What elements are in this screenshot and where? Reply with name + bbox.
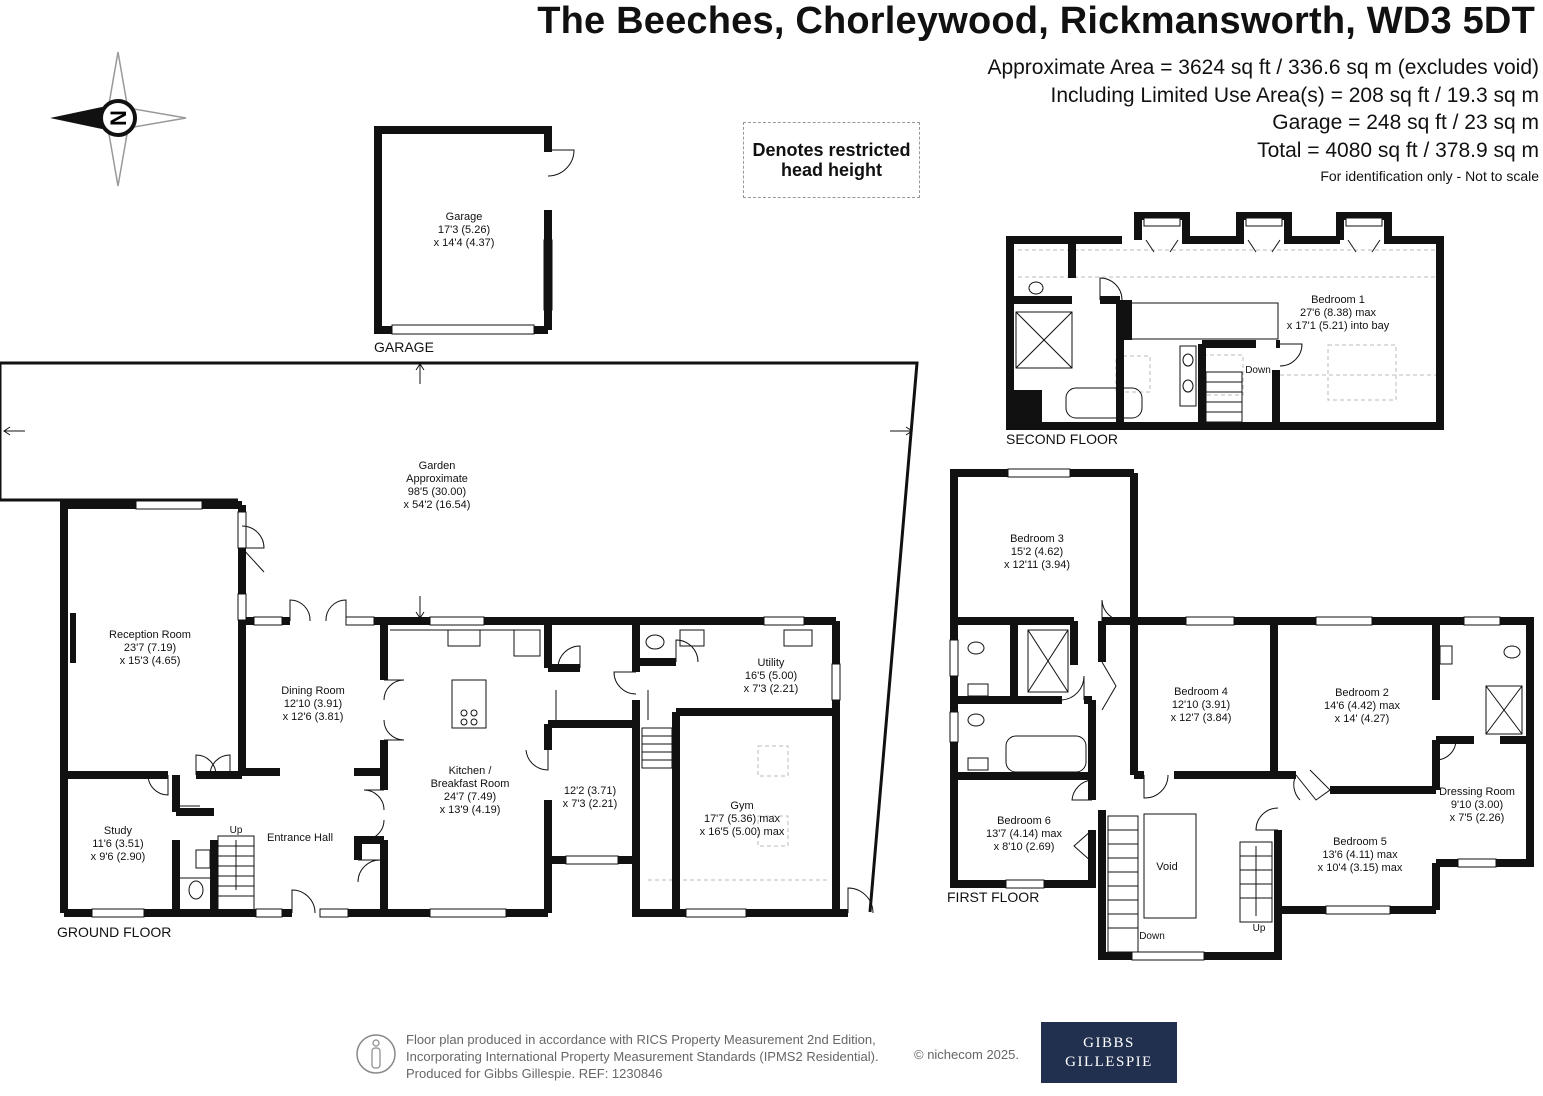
stair-label-up-first: Up	[1252, 923, 1266, 934]
area-line-limited: Including Limited Use Area(s) = 208 sq f…	[1050, 83, 1540, 107]
area-line-garage: Garage = 248 sq ft / 23 sq m	[1272, 111, 1539, 134]
floor-label-garage: GARAGE	[374, 339, 434, 355]
compass-north-letter: N	[106, 110, 131, 126]
ground-floor-walls	[60, 501, 848, 917]
person-icon	[356, 1034, 396, 1074]
garden-outline	[0, 361, 919, 913]
footer-disclaimer: Floor plan produced in accordance with R…	[406, 1032, 879, 1081]
footer-copyright: © nichecom 2025.	[914, 1047, 1019, 1062]
scale-note: For identification only - Not to scale	[1320, 168, 1539, 184]
room-label-entrance-hall: Entrance Hall	[266, 832, 334, 844]
area-line-total: Total = 4080 sq ft / 378.9 sq m	[1257, 138, 1539, 162]
legend-line-1: Denotes restricted	[752, 140, 911, 160]
area-summary: Approximate Area = 3624 sq ft / 336.6 sq…	[987, 54, 1539, 188]
first-floor-stairs	[1107, 813, 1273, 953]
compass-rose-icon	[50, 51, 187, 187]
floor-label-second: SECOND FLOOR	[1006, 431, 1119, 447]
stair-label-down-first: Down	[1139, 931, 1165, 942]
floor-label-ground: GROUND FLOOR	[57, 924, 172, 940]
room-label-void: Void	[1156, 861, 1178, 873]
logo-line-1: GIBBS	[1083, 1034, 1135, 1051]
stair-label-down-second: Down	[1245, 365, 1271, 376]
room-label-unnamed: 12'2 (3.71)x 7'3 (2.21)	[562, 785, 618, 810]
property-title: The Beeches, Chorleywood, Rickmansworth,…	[537, 0, 1535, 42]
stair-label-up-ground: Up	[229, 825, 243, 836]
restricted-height-legend: Denotes restricted head height	[743, 122, 920, 198]
floor-label-first: FIRST FLOOR	[947, 889, 1040, 905]
ground-stairs	[217, 727, 673, 911]
logo-line-2: GILLESPIE	[1065, 1053, 1153, 1070]
area-line-approx: Approximate Area = 3624 sq ft / 336.6 sq…	[987, 56, 1539, 79]
legend-line-2: head height	[780, 160, 882, 180]
gibbs-gillespie-logo: GIBBS GILLESPIE	[1041, 1022, 1177, 1083]
